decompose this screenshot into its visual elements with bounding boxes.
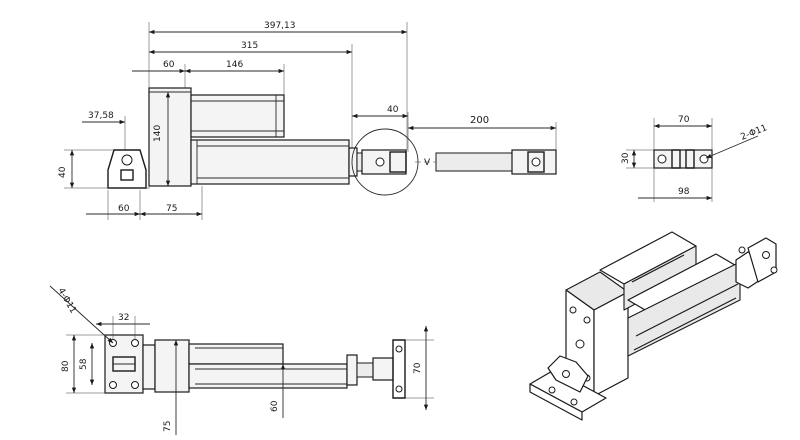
dim-side-height-outer: 80 — [61, 360, 71, 372]
dim-side-clevis-height: 70 — [413, 362, 423, 374]
dim-end-height: 30 — [621, 152, 631, 164]
dim-side-holes: 4-Φ11 — [55, 287, 77, 316]
dim-side-body-height: 75 — [163, 421, 173, 432]
dim-motor-block: 60 — [163, 60, 175, 70]
side-housing — [154, 339, 358, 393]
front-extended-rod: V — [415, 149, 557, 175]
dim-motor-offset: 75 — [166, 204, 177, 214]
dim-mount-offset: 37,58 — [88, 111, 114, 121]
dim-height: 140 — [153, 125, 163, 142]
front-rear-mount — [100, 149, 150, 189]
dim-mount-width: 60 — [118, 204, 130, 214]
isometric-view — [529, 231, 778, 421]
dim-end-width: 98 — [678, 187, 690, 197]
end-view: 70 30 98 2-Φ11 — [621, 115, 769, 202]
stroke-marker: V — [424, 158, 431, 168]
dim-mount-height: 40 — [58, 166, 68, 178]
dim-motor-length: 146 — [226, 60, 243, 70]
front-clevis-detail — [351, 128, 419, 196]
front-motor-tube — [190, 94, 285, 138]
dim-retracted: 315 — [241, 41, 258, 51]
dim-clevis-offset: 40 — [387, 105, 399, 115]
dim-side-hole-spacing: 32 — [118, 313, 129, 323]
front-main-tube — [190, 139, 358, 185]
dim-side-rod-height: 60 — [270, 400, 280, 412]
dim-end-holes: 2-Φ11 — [739, 123, 768, 143]
side-rear-mount — [104, 334, 156, 394]
side-front-clevis — [356, 339, 406, 399]
side-view: 4-Φ11 32 80 58 75 60 70 — [49, 285, 434, 435]
front-dimensions: 397,13 315 60 146 40 200 37,58 — [58, 21, 557, 220]
dim-end-hole-spacing: 70 — [678, 115, 690, 125]
dim-overall: 397,13 — [264, 21, 296, 31]
front-view: V 397,13 315 60 146 40 — [58, 21, 557, 220]
dim-side-height-inner: 58 — [79, 358, 89, 370]
dim-stroke: 200 — [470, 115, 489, 126]
